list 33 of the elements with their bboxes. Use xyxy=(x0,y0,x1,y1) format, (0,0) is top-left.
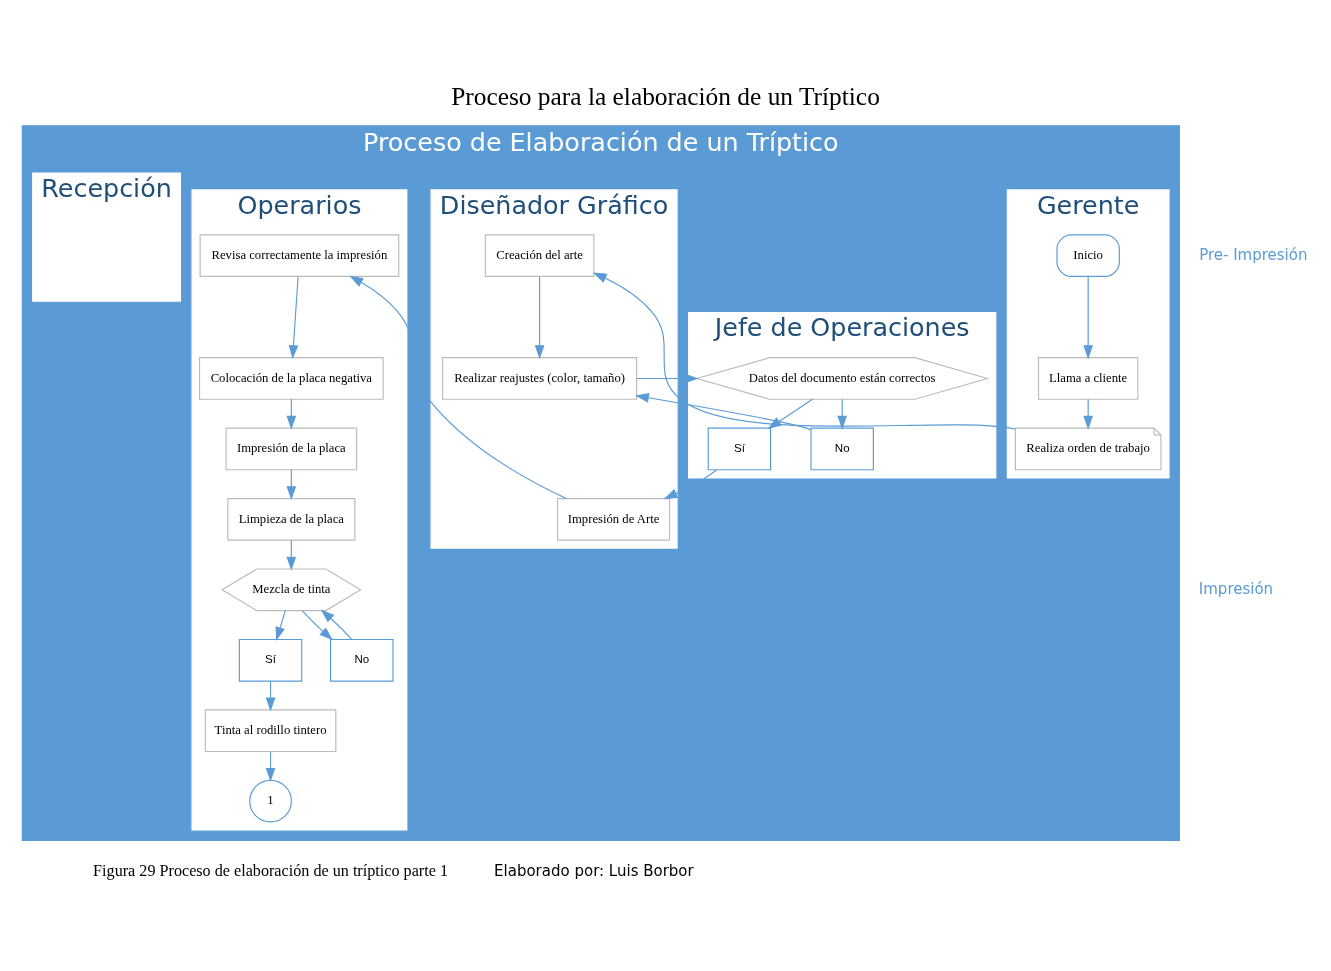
node-box: Inicio xyxy=(1056,233,1120,277)
arrow xyxy=(301,609,333,640)
node-circle: 1 xyxy=(249,779,292,822)
arrow xyxy=(592,272,1016,430)
node-box: Sí xyxy=(707,427,772,470)
label: Elaborado por: Luis Borbor xyxy=(494,861,694,880)
label: Pre- Impresión xyxy=(1199,245,1308,264)
arrow xyxy=(636,373,699,383)
node-box: Impresión de Arte xyxy=(556,497,671,541)
diagram-title: Proceso para la elaboración de un Tríptico xyxy=(451,81,880,110)
arrow xyxy=(288,275,299,359)
arrow xyxy=(1083,275,1094,359)
label: Impresión xyxy=(1198,579,1274,598)
node-box: No xyxy=(330,638,394,682)
node-box: Llama a cliente xyxy=(1037,356,1139,400)
arrow xyxy=(663,468,718,499)
node-box: Recepción xyxy=(30,170,183,303)
arrow xyxy=(534,275,545,359)
node-box: Impresión de la placa xyxy=(225,427,358,470)
node-box: Colocación de la placa negativa xyxy=(198,356,384,400)
arrow xyxy=(635,392,812,430)
node-box: No xyxy=(810,427,874,470)
arrow xyxy=(320,609,353,640)
node-box: Creación del arte xyxy=(484,233,595,277)
arrow xyxy=(349,275,567,499)
caption: Figura 29 Proceso de elaboración de un tríptico parte 1 xyxy=(93,861,448,879)
arrow xyxy=(767,398,814,429)
arrow xyxy=(275,609,286,641)
node-box: Limpieza de la placa xyxy=(227,497,356,541)
node-box: Realizar reajustes (color, tamaño) xyxy=(442,356,638,400)
node-box: Sí xyxy=(238,638,303,682)
node-box: Revisa correctamente la impresión xyxy=(199,233,400,277)
node-box: Tinta al rodillo tintero xyxy=(204,708,337,752)
